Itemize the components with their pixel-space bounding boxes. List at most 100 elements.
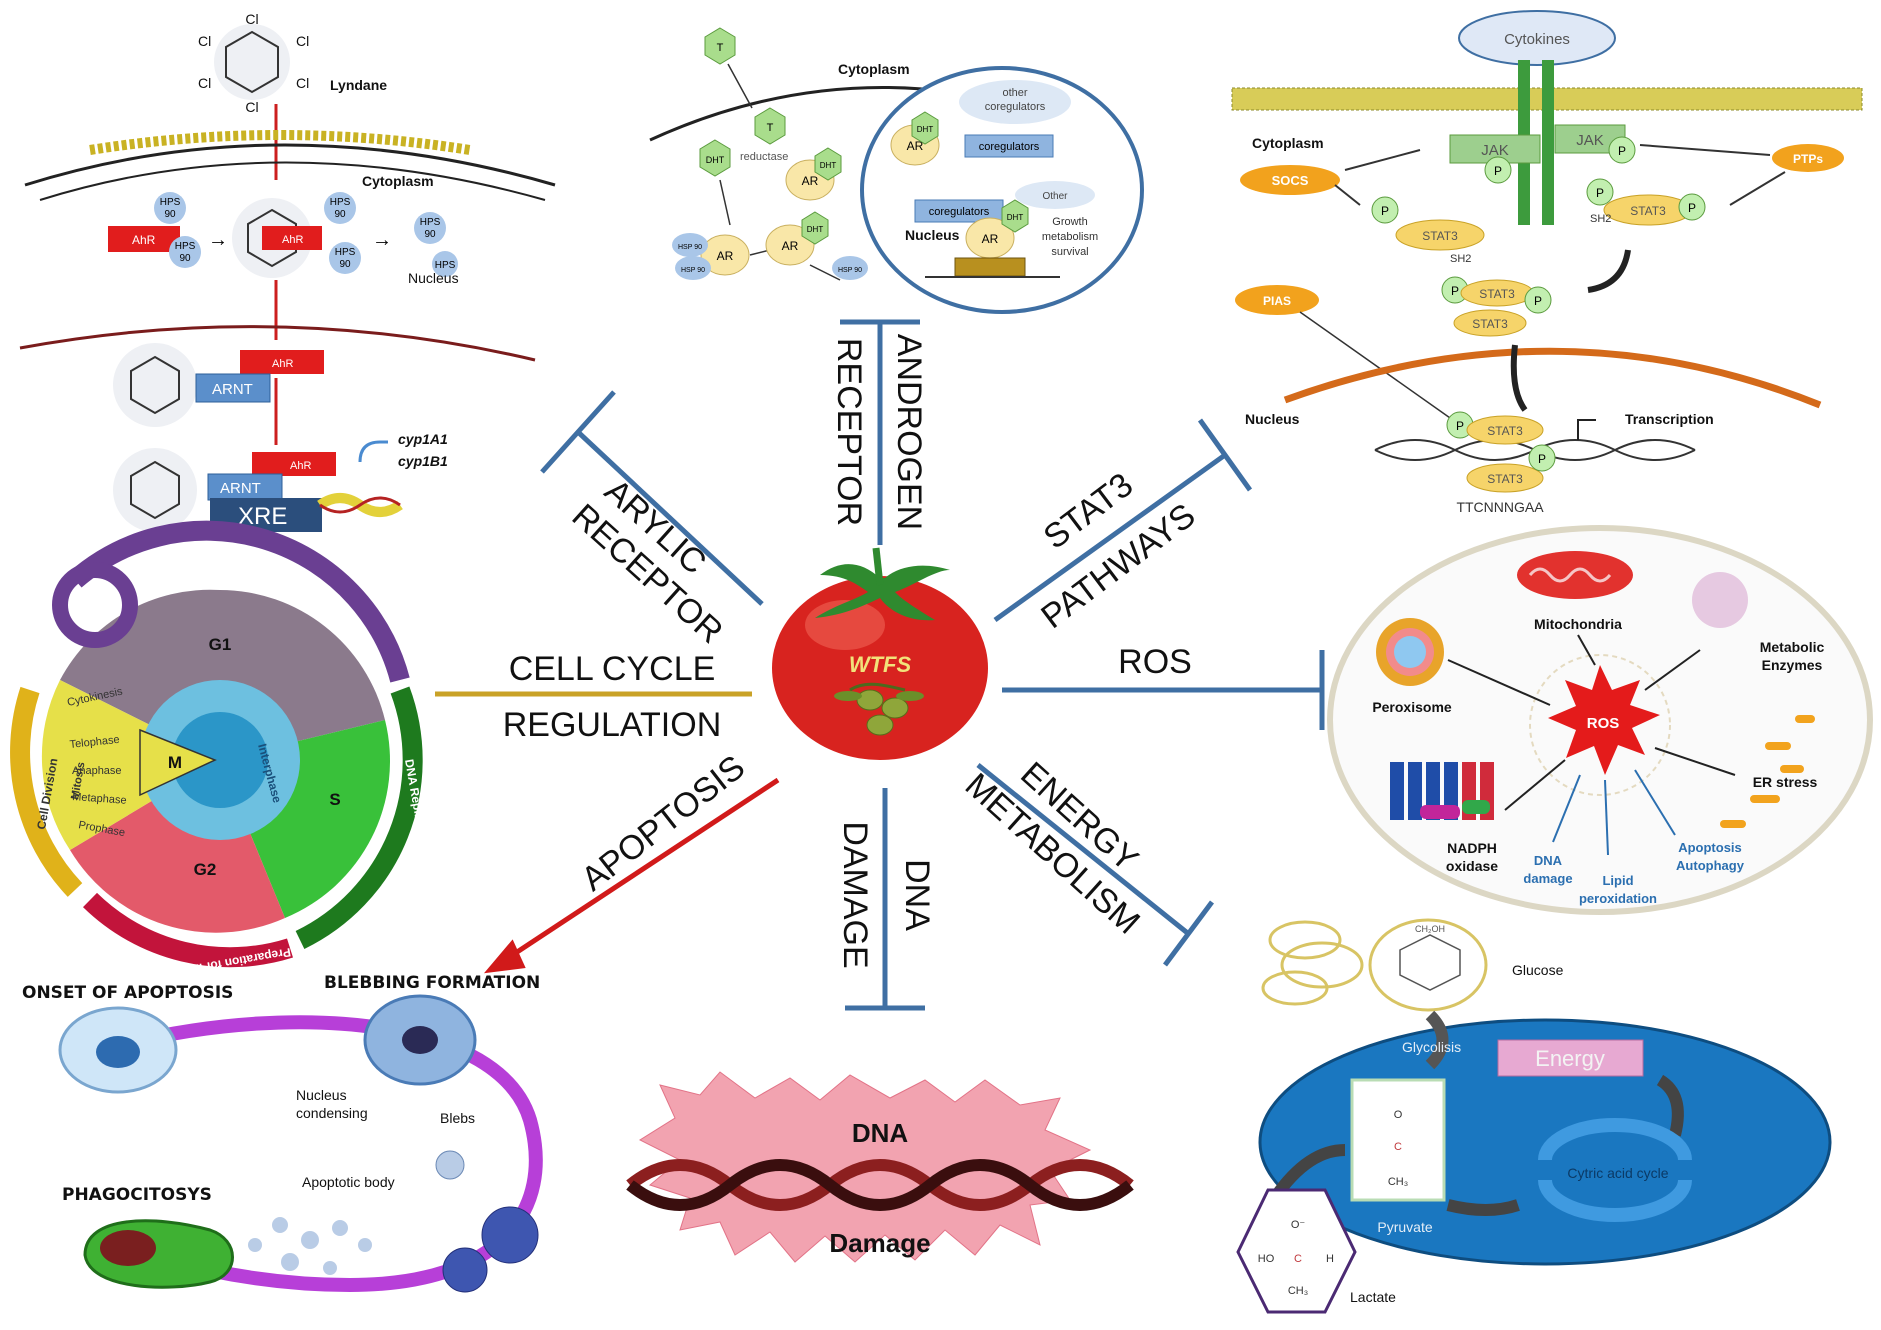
pyruvate-box xyxy=(1350,1078,1446,1202)
svg-text:coregulators: coregulators xyxy=(985,101,1046,113)
svg-text:Cl: Cl xyxy=(245,99,258,115)
svg-text:Damage: Damage xyxy=(829,1228,930,1258)
svg-text:CH₃: CH₃ xyxy=(1288,1285,1308,1297)
svg-text:Cytric acid cycle: Cytric acid cycle xyxy=(1567,1165,1668,1181)
svg-text:ONSET OF APOPTOSIS: ONSET OF APOPTOSIS xyxy=(22,983,233,1003)
svg-text:DHT: DHT xyxy=(706,155,725,165)
ahr-panel: Cl Cl Cl Cl Cl Cl Lyndane Cytoplasm AhR … xyxy=(19,11,556,532)
lactate-hexagon xyxy=(1236,1188,1357,1314)
svg-text:Metaphase: Metaphase xyxy=(72,791,127,807)
gene-cyp1b1: cyp1B1 xyxy=(398,453,448,469)
ros-panel: Mitochondria Metabolic Enzymes Peroxisom… xyxy=(1327,525,1873,915)
svg-text:Cl: Cl xyxy=(296,33,309,49)
svg-text:Lactate: Lactate xyxy=(1350,1289,1396,1305)
svg-text:Cl: Cl xyxy=(245,11,258,27)
svg-text:CH₃: CH₃ xyxy=(1388,1176,1408,1188)
dna-panel: DNA Damage xyxy=(626,1071,1134,1263)
svg-text:damage: damage xyxy=(1523,871,1572,886)
svg-text:Autophagy: Autophagy xyxy=(1676,858,1745,873)
stat3-inhibit-line xyxy=(993,452,1227,623)
svg-text:Cl: Cl xyxy=(296,75,309,91)
svg-text:survival: survival xyxy=(1051,246,1088,258)
svg-text:DHT: DHT xyxy=(917,125,934,134)
svg-text:SH2: SH2 xyxy=(1590,213,1611,225)
label-androgen-1: ANDROGEN xyxy=(890,334,928,530)
svg-text:CH₂OH: CH₂OH xyxy=(1415,924,1445,934)
cell-cycle-panel: G0 G1 S G2 M Interphase Cell Growth DNA … xyxy=(10,520,432,982)
mitochondria-icon xyxy=(1517,551,1633,599)
svg-text:P: P xyxy=(1538,452,1546,466)
apoptotic-bodies xyxy=(248,1217,372,1275)
er-icon xyxy=(1720,715,1815,828)
energy-panel: CH₂OH Glucose Glycolisis Energy O C CH₃ … xyxy=(1236,918,1832,1314)
svg-text:M: M xyxy=(168,753,182,772)
enzyme-icon xyxy=(1692,572,1748,628)
svg-text:O: O xyxy=(1394,1109,1403,1121)
svg-text:Cl: Cl xyxy=(198,75,211,91)
svg-text:Cytoplasm: Cytoplasm xyxy=(362,173,434,189)
svg-text:Mitochondria: Mitochondria xyxy=(1534,616,1622,632)
svg-text:Peroxisome: Peroxisome xyxy=(1372,699,1452,715)
svg-text:P: P xyxy=(1451,284,1459,298)
energy-inhibit-bar xyxy=(1162,900,1215,967)
svg-text:Transcription: Transcription xyxy=(1625,411,1714,427)
energy-inhibit-line xyxy=(976,763,1192,937)
svg-text:HSP 90: HSP 90 xyxy=(838,267,862,274)
svg-text:→: → xyxy=(208,229,228,251)
svg-text:DHT: DHT xyxy=(820,161,837,170)
svg-text:Nucleus: Nucleus xyxy=(408,270,459,286)
ros-burst-icon xyxy=(1548,665,1660,775)
growth-arrow xyxy=(68,520,410,683)
svg-text:ARNT: ARNT xyxy=(220,480,261,497)
membrane xyxy=(89,130,471,155)
stat3-inhibit-bar xyxy=(1197,418,1253,492)
connectors xyxy=(435,319,1325,1011)
svg-text:90: 90 xyxy=(424,229,436,240)
svg-text:JAK: JAK xyxy=(1481,142,1509,159)
svg-text:condensing: condensing xyxy=(296,1105,368,1121)
label-cell-cycle-1: CELL CYCLE xyxy=(509,650,716,688)
apoptosis-arrow-head xyxy=(483,939,526,974)
svg-text:90: 90 xyxy=(334,209,346,220)
svg-text:Pyruvate: Pyruvate xyxy=(1377,1219,1432,1235)
svg-text:Lipid: Lipid xyxy=(1602,873,1633,888)
svg-text:P: P xyxy=(1596,186,1604,200)
svg-text:PHAGOCITOSYS: PHAGOCITOSYS xyxy=(62,1185,212,1205)
svg-text:AR: AR xyxy=(907,139,924,153)
svg-text:ER stress: ER stress xyxy=(1753,774,1818,790)
label-cell-cycle-2: REGULATION xyxy=(503,706,722,744)
arylic-inhibit-line xyxy=(576,430,764,606)
apoptosis-panel: ONSET OF APOPTOSIS BLEBBING FORMATION Nu… xyxy=(22,973,543,1293)
svg-text:Enzymes: Enzymes xyxy=(1762,657,1823,673)
svg-text:PIAS: PIAS xyxy=(1263,294,1291,308)
svg-text:DNA: DNA xyxy=(852,1118,909,1148)
label-ros: ROS xyxy=(1118,643,1192,681)
svg-text:Energy: Energy xyxy=(1535,1046,1605,1071)
lindane-label: Lyndane xyxy=(330,77,387,93)
svg-text:Cytoplasm: Cytoplasm xyxy=(838,61,910,77)
center-label: WTFS xyxy=(849,652,912,677)
svg-text:H: H xyxy=(1326,1253,1334,1265)
svg-text:Nucleus: Nucleus xyxy=(1245,411,1300,427)
svg-text:AhR: AhR xyxy=(282,234,303,246)
svg-text:AhR: AhR xyxy=(272,358,293,370)
m-sector xyxy=(41,680,220,850)
apoptosis-path xyxy=(116,1015,543,1293)
replication-arrow xyxy=(295,686,423,949)
svg-text:HPS: HPS xyxy=(330,197,351,208)
svg-text:DHT: DHT xyxy=(807,225,824,234)
svg-text:other: other xyxy=(1002,87,1027,99)
svg-text:G2: G2 xyxy=(194,860,217,879)
androgen-panel: Cytoplasm T T DHT reductase AR HSP 90 HS… xyxy=(649,27,1144,314)
svg-text:STAT3: STAT3 xyxy=(1487,472,1523,486)
svg-text:P: P xyxy=(1381,204,1389,218)
svg-text:Cytoplasm: Cytoplasm xyxy=(1252,135,1324,151)
label-dna-1: DNA xyxy=(898,859,936,931)
svg-text:BLEBBING FORMATION: BLEBBING FORMATION xyxy=(324,973,540,993)
lindane-molecule: Cl Cl Cl Cl Cl Cl xyxy=(198,11,309,115)
svg-text:DHT: DHT xyxy=(1007,213,1024,222)
svg-text:STAT3: STAT3 xyxy=(1472,317,1508,331)
svg-text:90: 90 xyxy=(164,209,176,220)
arylic-inhibit-bar xyxy=(540,390,616,474)
svg-text:Anaphase: Anaphase xyxy=(72,765,122,777)
